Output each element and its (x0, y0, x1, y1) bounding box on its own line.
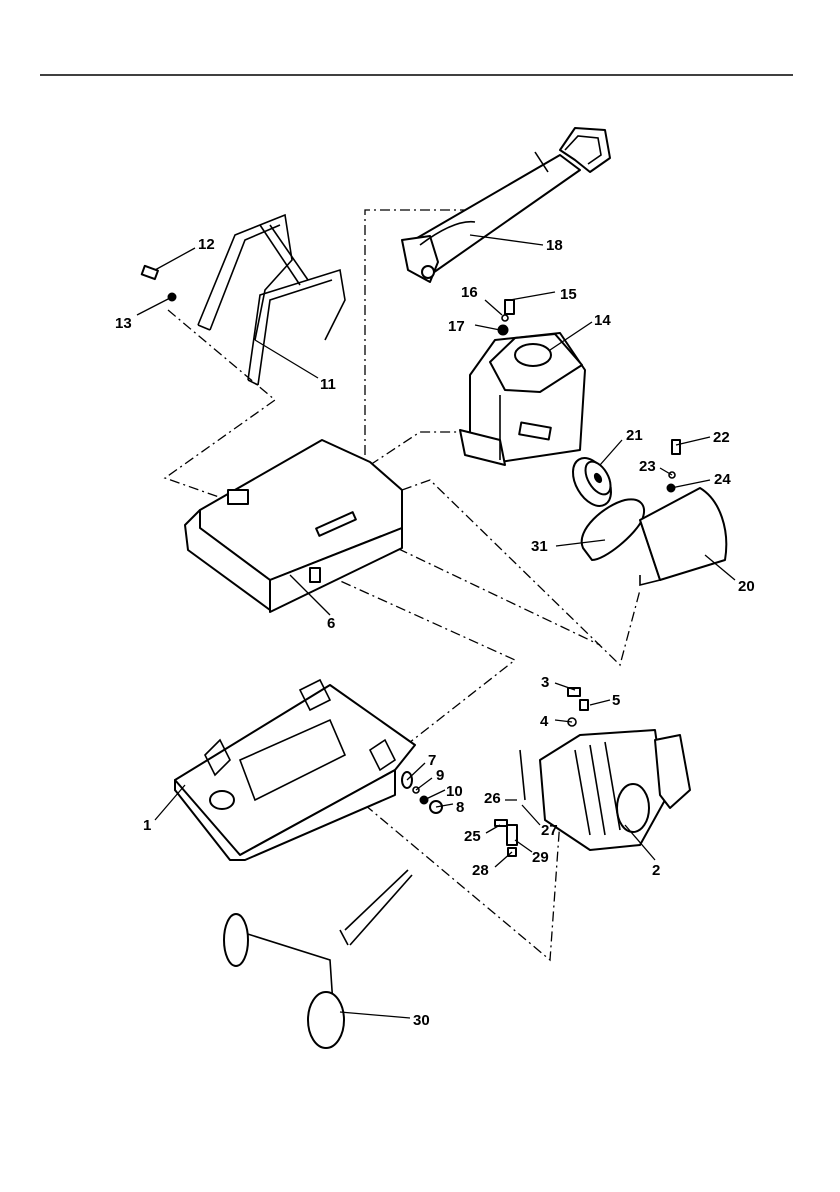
callout-27: 27 (541, 822, 558, 839)
callout-20: 20 (738, 578, 755, 595)
callout-3: 3 (541, 674, 549, 691)
belt-part (582, 499, 644, 560)
callout-29: 29 (532, 849, 549, 866)
callout-6: 6 (327, 615, 335, 632)
callout-4: 4 (540, 713, 549, 730)
bolt-25 (495, 820, 507, 826)
callout-16: 16 (461, 284, 478, 301)
callout-31: 31 (531, 538, 548, 555)
callout-11: 11 (320, 376, 336, 393)
callout-21: 21 (626, 427, 643, 444)
engine-bolts (498, 300, 514, 335)
callout-13: 13 (115, 315, 132, 332)
callout-28: 28 (472, 862, 489, 879)
belt-guard-part (640, 488, 726, 585)
bolt-5 (580, 700, 588, 710)
callout-9: 9 (436, 767, 444, 784)
wheel-kit-part (224, 870, 412, 1048)
callout-5: 5 (612, 692, 620, 709)
callout-23: 23 (639, 458, 656, 475)
handle-part (402, 128, 610, 282)
callout-12: 12 (198, 236, 215, 253)
callout-1: 1 (143, 817, 151, 834)
exciter-part (540, 730, 690, 850)
guard-frame-part (198, 215, 345, 385)
engine-part (460, 333, 585, 465)
spring-26 (520, 750, 525, 800)
base-plate-part (175, 680, 415, 860)
callout-10: 10 (446, 783, 463, 800)
callout-14: 14 (594, 312, 611, 329)
spring-29 (507, 825, 517, 845)
base-cover-part (185, 440, 402, 612)
callout-30: 30 (413, 1012, 430, 1029)
callout-25: 25 (464, 828, 481, 845)
callout-18: 18 (546, 237, 563, 254)
callout-17: 17 (448, 318, 465, 335)
callout-22: 22 (713, 429, 730, 446)
callout-26: 26 (484, 790, 501, 807)
pulley-part (565, 451, 619, 512)
callout-15: 15 (560, 286, 577, 303)
bolt-12 (142, 266, 158, 279)
leader-lines (137, 235, 735, 1018)
bolt-22 (672, 440, 680, 454)
callout-24: 24 (714, 471, 731, 488)
callout-2: 2 (652, 862, 660, 879)
callout-labels: 1 2 3 4 5 6 7 8 9 10 11 12 13 14 15 16 1… (115, 236, 755, 1029)
callout-8: 8 (456, 799, 464, 816)
